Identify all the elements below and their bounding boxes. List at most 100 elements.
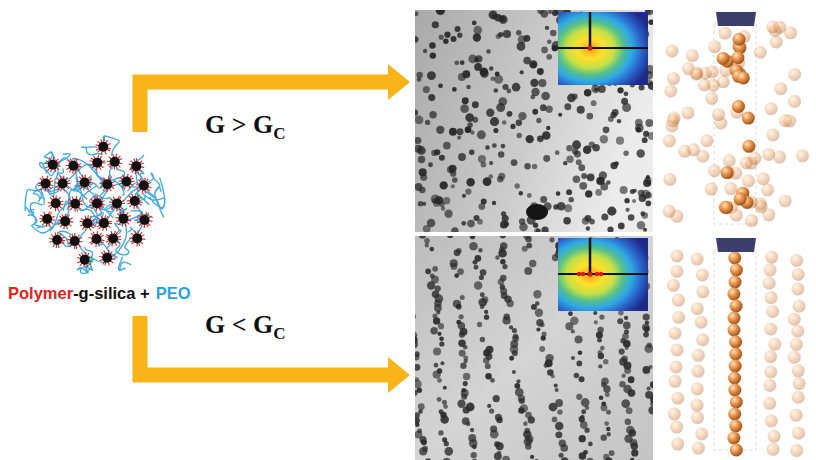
grafted-chain bbox=[49, 178, 52, 180]
particle-dot bbox=[418, 409, 422, 413]
particle-dot bbox=[469, 242, 478, 251]
particle-dot bbox=[444, 441, 449, 446]
particle-dot bbox=[526, 135, 534, 143]
particle-dot bbox=[425, 120, 430, 125]
particle-sphere bbox=[767, 128, 780, 141]
grafted-chain bbox=[99, 167, 101, 170]
grafted-chain bbox=[91, 199, 94, 201]
particle-sphere bbox=[729, 276, 742, 289]
particle-dot bbox=[527, 193, 532, 198]
particle-sphere bbox=[700, 134, 713, 147]
particle-dot bbox=[465, 188, 471, 194]
particle-sphere bbox=[691, 411, 704, 424]
particle-dot bbox=[486, 109, 494, 117]
particle-dot bbox=[489, 66, 493, 70]
particle-dot bbox=[502, 456, 510, 460]
grafted-chain bbox=[55, 182, 58, 183]
particle-dot bbox=[473, 33, 481, 41]
grafted-chain bbox=[67, 243, 70, 244]
particle-dot bbox=[517, 42, 526, 51]
grafted-chain bbox=[121, 203, 124, 204]
particle-sphere bbox=[668, 408, 681, 421]
particle-dot bbox=[439, 336, 444, 341]
beamstop bbox=[558, 47, 648, 49]
particle-dot bbox=[539, 346, 545, 352]
grafted-chain bbox=[119, 207, 121, 210]
particle-dot bbox=[546, 54, 552, 60]
grafted-chain bbox=[123, 211, 124, 214]
particle-dot bbox=[619, 348, 625, 354]
particle-dot bbox=[418, 403, 425, 410]
particle-dot bbox=[470, 236, 475, 239]
grafted-chain bbox=[138, 189, 140, 192]
grafted-chain bbox=[109, 188, 111, 191]
particle-dot bbox=[522, 246, 528, 252]
particle-dot bbox=[626, 407, 633, 414]
particle-dot bbox=[418, 156, 425, 163]
grafted-chain bbox=[116, 232, 118, 235]
particle-dot bbox=[599, 314, 604, 319]
particle-dot bbox=[540, 104, 547, 111]
grafted-chain bbox=[133, 205, 134, 208]
grafted-chain bbox=[57, 162, 60, 163]
particle-dot bbox=[443, 404, 448, 409]
particle-cluster bbox=[526, 204, 548, 220]
particle-dot bbox=[534, 459, 539, 460]
particle-sphere bbox=[727, 312, 740, 325]
probe-box bbox=[716, 238, 756, 252]
particle-dot bbox=[447, 236, 453, 238]
particle-dot bbox=[437, 378, 442, 383]
particle-dot bbox=[427, 281, 435, 289]
particle-dot bbox=[601, 404, 608, 411]
probe-column bbox=[714, 250, 756, 450]
grafted-chain bbox=[137, 187, 140, 188]
grafted-chain bbox=[139, 203, 142, 205]
particle-dot bbox=[466, 178, 474, 186]
silica-particle bbox=[92, 158, 102, 168]
simulation-render bbox=[667, 238, 806, 457]
grafted-chain bbox=[140, 178, 142, 181]
grafted-chain bbox=[91, 158, 94, 160]
particle-dot bbox=[518, 407, 525, 414]
grafted-chain bbox=[61, 242, 64, 244]
grafted-chain bbox=[129, 185, 131, 188]
grafted-chain bbox=[76, 159, 78, 162]
particle-dot bbox=[541, 92, 550, 101]
particle-dot bbox=[474, 281, 482, 289]
particle-sphere bbox=[765, 251, 778, 264]
grafted-chain bbox=[89, 182, 92, 183]
tem-image bbox=[415, 236, 653, 460]
grafted-chain bbox=[116, 166, 117, 169]
particle-dot bbox=[495, 255, 499, 259]
particle-dot bbox=[492, 201, 496, 205]
particle-dot bbox=[472, 260, 477, 265]
grafted-chain bbox=[138, 215, 141, 217]
particle-dot bbox=[532, 109, 538, 115]
grafted-chain bbox=[128, 215, 131, 216]
grafted-chain bbox=[50, 212, 52, 215]
particle-dot bbox=[606, 427, 610, 431]
particle-dot bbox=[500, 236, 507, 238]
particle-dot bbox=[571, 356, 575, 360]
condition-text: G > G bbox=[205, 110, 273, 139]
particle-dot bbox=[644, 344, 653, 353]
particle-sphere bbox=[728, 384, 741, 397]
particle-dot bbox=[454, 273, 459, 278]
particle-sphere bbox=[790, 409, 803, 422]
particle-sphere bbox=[766, 305, 779, 318]
particle-dot bbox=[546, 126, 550, 130]
particle-dot bbox=[531, 88, 539, 96]
grafted-chain bbox=[79, 238, 82, 240]
grafted-chain bbox=[69, 199, 72, 201]
grafted-chain bbox=[40, 178, 43, 180]
grafted-chain bbox=[100, 235, 103, 237]
particle-sphere bbox=[730, 396, 743, 409]
particle-dot bbox=[625, 346, 629, 350]
particle-dot bbox=[485, 373, 492, 380]
particle-sphere bbox=[763, 277, 776, 290]
particle-dot bbox=[591, 85, 600, 94]
particle-dot bbox=[645, 119, 653, 127]
grafted-chain bbox=[69, 170, 71, 173]
particle-dot bbox=[631, 449, 638, 456]
particle-dot bbox=[579, 452, 587, 460]
